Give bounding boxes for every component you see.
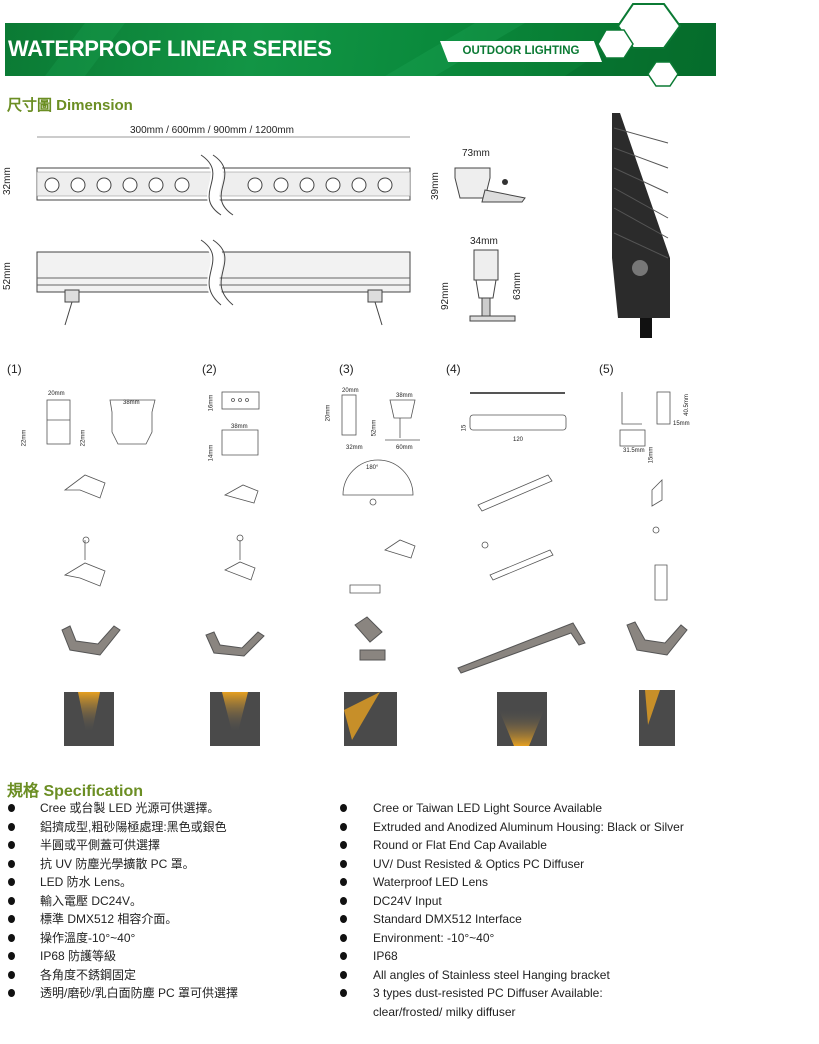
spec-en-item: Environment: -10°~40° <box>373 930 495 945</box>
accessory-2-label: (2) <box>202 362 217 376</box>
spec-zh-item: IP68 防護等級 <box>40 949 117 963</box>
bullet-icon <box>340 822 347 831</box>
bracket-width-label: 34mm <box>470 236 498 247</box>
dim-label: 60mm <box>396 445 413 451</box>
side-height-label: 52mm <box>2 262 13 290</box>
bullet-icon <box>340 896 347 905</box>
dimension-heading: 尺寸圖 Dimension <box>7 97 133 114</box>
spec-zh-item: 各角度不銹鋼固定 <box>40 967 137 982</box>
accessory-1-label: (1) <box>7 362 22 376</box>
bullet-icon <box>8 970 15 979</box>
bullet-icon <box>340 804 347 812</box>
dim-label: 20mm <box>342 388 359 394</box>
product-photo <box>612 113 670 338</box>
accessory-4-label: (4) <box>446 362 461 376</box>
spec-zh-item: 半圓或平側蓋可供選擇 <box>40 838 161 852</box>
bullet-icon <box>8 804 15 812</box>
spec-en-item: 3 types dust-resisted PC Diffuser Availa… <box>373 986 603 1000</box>
spec-zh-item: 透明/磨砂/乳白面防塵 PC 罩可供選擇 <box>40 986 239 1000</box>
accessory-5-label: (5) <box>599 362 614 376</box>
spec-en-item: UV/ Dust Resisted & Optics PC Diffuser <box>373 856 585 871</box>
dim-label: 38mm <box>123 400 140 406</box>
spec-en-item: All angles of Stainless steel Hanging br… <box>373 967 610 982</box>
end-width-label: 73mm <box>462 148 490 159</box>
dim-label: 38mm <box>231 424 248 430</box>
dim-label: 38mm <box>396 393 413 399</box>
spec-en-item: Extruded and Anodized Aluminum Housing: … <box>373 819 684 834</box>
page-title: WATERPROOF LINEAR SERIES <box>8 36 332 61</box>
spec-en-item: clear/frosted/ milky diffuser <box>373 1004 516 1019</box>
dim-label: 32mm <box>346 445 363 451</box>
spec-zh-item: 操作溫度-10°~40° <box>40 930 136 945</box>
dim-label: 20mm <box>48 391 65 397</box>
bullet-icon <box>8 878 15 886</box>
bullet-icon <box>8 859 15 868</box>
bullet-icon <box>340 952 347 960</box>
profile-drawing <box>454 167 526 322</box>
header-banner: WATERPROOF LINEAR SERIES <box>5 23 716 76</box>
spec-en-item: Cree or Taiwan LED Light Source Availabl… <box>373 801 603 815</box>
spec-en-item: Standard DMX512 Interface <box>373 912 522 926</box>
bullet-icon <box>8 915 15 923</box>
fixture-drawing <box>36 136 411 326</box>
front-height-label: 32mm <box>2 167 13 195</box>
bullet-icon <box>340 970 347 979</box>
length-label: 300mm / 600mm / 900mm / 1200mm <box>130 125 294 136</box>
spec-zh-item: 輸入電壓 DC24V。 <box>40 893 143 908</box>
dim-label: 15mm <box>673 421 690 427</box>
bullet-icon <box>340 878 347 886</box>
bullet-icon <box>340 859 347 868</box>
bullet-icon <box>8 989 15 997</box>
bullet-icon <box>8 952 15 960</box>
bullet-icon <box>8 841 15 849</box>
bullet-icon <box>340 933 347 942</box>
spec-zh-item: LED 防水 Lens。 <box>40 875 133 889</box>
spec-zh-item: 標準 DMX512 相容介面。 <box>40 912 178 926</box>
spec-zh-item: Cree 或台製 LED 光源可供選擇。 <box>40 801 220 815</box>
dim-label: 120 <box>513 437 524 443</box>
spec-en-item: Round or Flat End Cap Available <box>373 838 547 852</box>
specification-heading: 規格 Specification <box>7 783 144 800</box>
bullet-icon <box>340 915 347 923</box>
bullet-icon <box>340 841 347 849</box>
category-tag: OUTDOOR LIGHTING <box>440 41 602 62</box>
spec-en-item: DC24V Input <box>373 893 442 908</box>
accessory-drawings <box>46 391 688 746</box>
dim-label: 180° <box>366 465 379 471</box>
bullet-icon <box>8 822 15 831</box>
bullet-icon <box>8 896 15 905</box>
spec-zh-item: 鋁擠成型,粗砂陽極處理:黑色或銀色 <box>40 819 227 834</box>
bullet-icon <box>8 933 15 942</box>
hexagon-decoration-icon <box>598 3 682 87</box>
spec-zh-item: 抗 UV 防塵光學擴散 PC 罩。 <box>40 856 195 871</box>
accessory-3-label: (3) <box>339 362 354 376</box>
dim-label: 31.5mm <box>623 448 645 454</box>
spec-en-item: IP68 <box>373 949 398 963</box>
bullet-icon <box>340 989 347 997</box>
spec-en-item: Waterproof LED Lens <box>373 875 488 889</box>
